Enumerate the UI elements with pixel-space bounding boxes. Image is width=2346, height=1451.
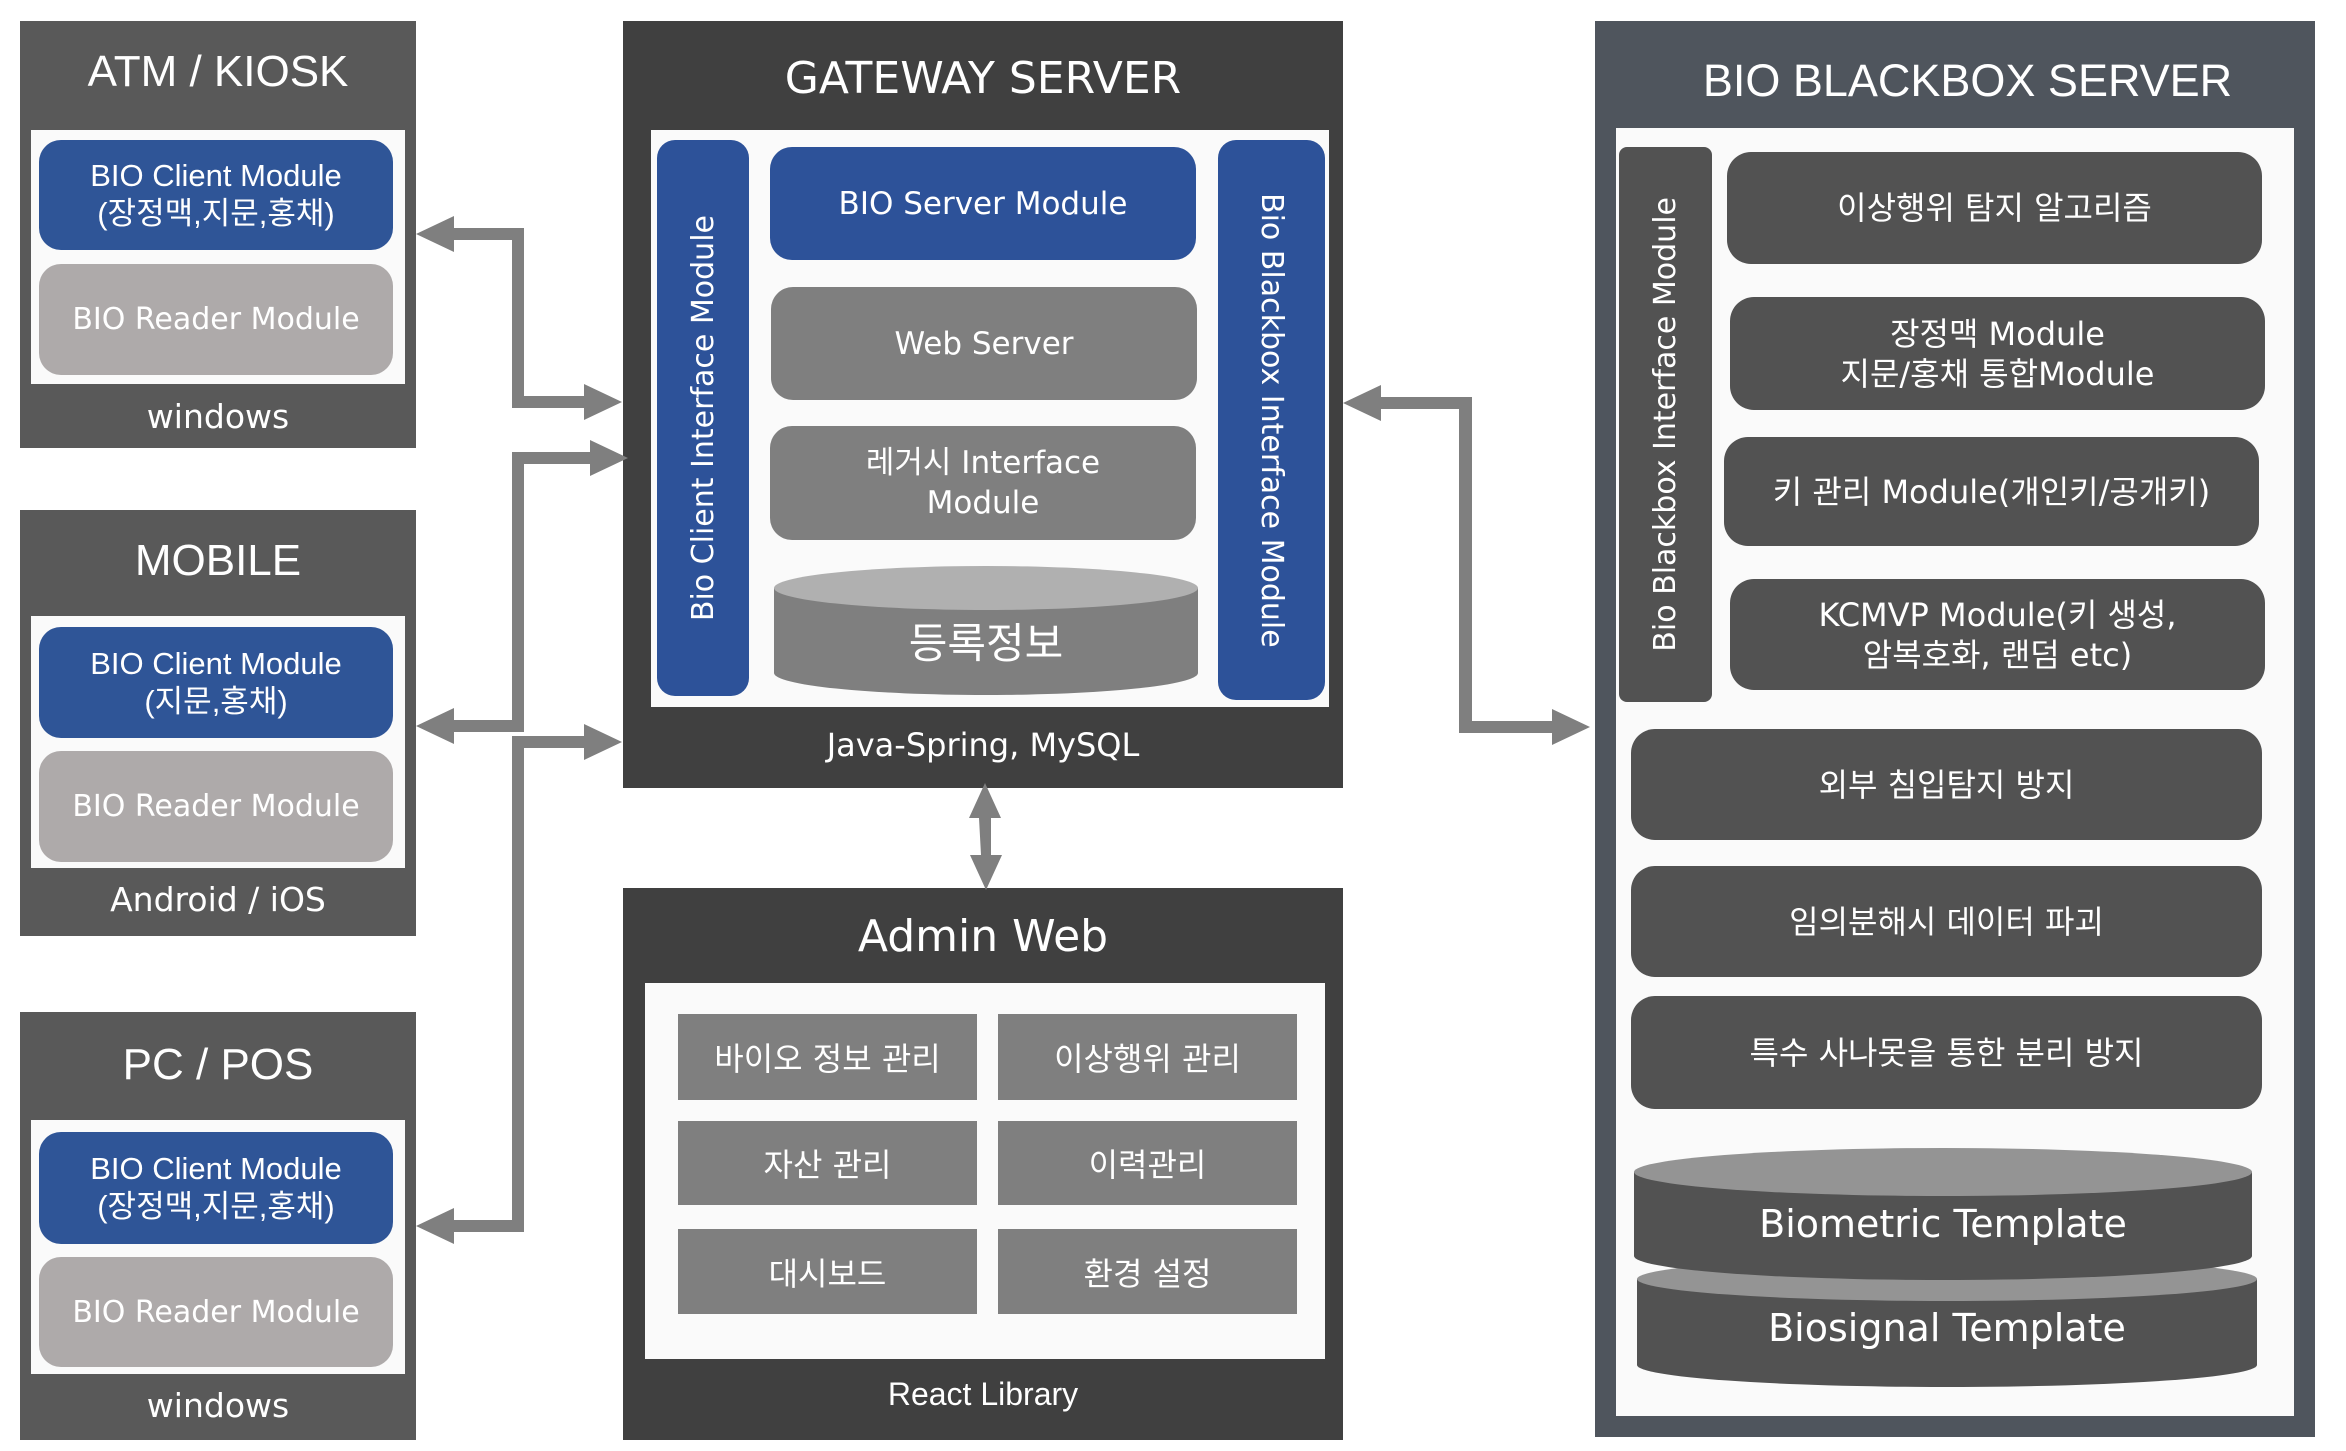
registration-database-label: 등록정보: [908, 618, 1064, 668]
bio-server-module[interactable]: BIO Server Module: [770, 147, 1196, 260]
admin-menu-asset[interactable]: 자산 관리: [678, 1121, 977, 1205]
client-module-biometrics: (지문,홍채): [144, 683, 288, 719]
legacy-line1: 레거시 Interface: [865, 445, 1101, 481]
legacy-interface-module[interactable]: 레거시 Interface Module: [770, 426, 1196, 540]
biosignal-template-label: Biosignal Template: [1768, 1306, 2126, 1350]
admin-web-title: Admin Web: [857, 910, 1109, 962]
admin-web-box: Admin Web 바이오 정보 관리 이상행위 관리 자산 관리 이력관리 대…: [623, 888, 1343, 1440]
pc-pos-inner-panel: BIO Client Module (장정맥,지문,홍채) BIO Reader…: [31, 1120, 405, 1374]
blackbox-title: BIO BLACKBOX SERVER: [1702, 55, 2233, 106]
vein-fingerprint-iris-module[interactable]: 장정맥 Module 지문/홍채 통합Module: [1730, 297, 2265, 410]
mobile-title: MOBILE: [134, 536, 302, 585]
admin-menu-bio-info[interactable]: 바이오 정보 관리: [678, 1014, 977, 1100]
admin-menu-dashboard[interactable]: 대시보드: [678, 1229, 977, 1314]
anomaly-detection-algorithm[interactable]: 이상행위 탐지 알고리즘: [1727, 152, 2262, 264]
mobile-gateway-arrow: [416, 440, 628, 744]
legacy-line2: Module: [926, 485, 1040, 521]
gateway-footer: Java-Spring, MySQL: [826, 726, 1140, 764]
atm-gateway-arrow: [416, 216, 622, 420]
pc-pos-box: PC / POS BIO Client Module (장정맥,지문,홍채) B…: [20, 1012, 416, 1440]
gateway-title: GATEWAY SERVER: [784, 52, 1182, 104]
tamper-data-destruction[interactable]: 임의분해시 데이터 파괴: [1631, 866, 2262, 977]
mobile-client-module[interactable]: BIO Client Module (지문,홍채): [39, 627, 393, 738]
gateway-server-box: GATEWAY SERVER Bio Client Interface Modu…: [623, 21, 1343, 788]
intrusion-detection-prevention[interactable]: 외부 침입탐지 방지: [1631, 729, 2262, 840]
atm-kiosk-box: ATM / KIOSK BIO Client Module (장정맥,지문,홍채…: [20, 21, 416, 448]
bio-blackbox-interface-module[interactable]: Bio Blackbox Interface Module: [1218, 140, 1325, 700]
bio-blackbox-server-box: BIO BLACKBOX SERVER Bio Blackbox Interfa…: [1595, 21, 2315, 1437]
mobile-box: MOBILE BIO Client Module (지문,홍채) BIO Rea…: [20, 510, 416, 936]
gateway-blackbox-arrow: [1343, 385, 1590, 745]
admin-menu-anomaly[interactable]: 이상행위 관리: [998, 1014, 1297, 1100]
mobile-reader-module[interactable]: BIO Reader Module: [39, 751, 393, 862]
module-line2: 암복호화, 랜덤 etc): [1862, 635, 2133, 674]
client-module-label: BIO Client Module: [90, 158, 342, 193]
atm-kiosk-inner-panel: BIO Client Module (장정맥,지문,홍채) BIO Reader…: [31, 130, 405, 384]
client-module-biometrics: (장정맥,지문,홍채): [97, 1189, 335, 1224]
atm-reader-module[interactable]: BIO Reader Module: [39, 264, 393, 375]
key-management-module[interactable]: 키 관리 Module(개인키/공개키): [1724, 437, 2259, 546]
atm-platform-label: windows: [146, 396, 290, 436]
kcmvp-module[interactable]: KCMVP Module(키 생성, 암복호화, 랜덤 etc): [1730, 579, 2265, 690]
biometric-template-label: Biometric Template: [1759, 1202, 2127, 1246]
client-module-label: BIO Client Module: [90, 645, 342, 681]
special-screw-separation-prevention[interactable]: 특수 사나못을 통한 분리 방지: [1631, 996, 2262, 1109]
admin-inner-panel: 바이오 정보 관리 이상행위 관리 자산 관리 이력관리 대시보드 환경 설정: [645, 983, 1325, 1359]
atm-client-module[interactable]: BIO Client Module (장정맥,지문,홍채): [39, 140, 393, 250]
bio-client-interface-module[interactable]: Bio Client Interface Module: [657, 140, 749, 696]
web-server-module[interactable]: Web Server: [771, 287, 1197, 400]
registration-database-icon: [774, 566, 1198, 695]
biometric-template-cylinder-icon: [1634, 1148, 2252, 1280]
blackbox-inner-panel: Bio Blackbox Interface Module 이상행위 탐지 알고…: [1616, 128, 2294, 1416]
blackbox-interface-module[interactable]: Bio Blackbox Interface Module: [1619, 147, 1712, 702]
atm-kiosk-title: ATM / KIOSK: [87, 47, 349, 96]
admin-menu-history[interactable]: 이력관리: [998, 1121, 1297, 1205]
pc-client-module[interactable]: BIO Client Module (장정맥,지문,홍채): [39, 1132, 393, 1244]
gateway-inner-panel: Bio Client Interface Module BIO Server M…: [651, 130, 1329, 707]
mobile-inner-panel: BIO Client Module (지문,홍채) BIO Reader Mod…: [31, 616, 405, 868]
admin-menu-settings[interactable]: 환경 설정: [998, 1229, 1297, 1314]
client-module-biometrics: (장정맥,지문,홍채): [97, 196, 335, 231]
admin-web-footer: React Library: [887, 1375, 1079, 1412]
module-line1: KCMVP Module(키 생성,: [1818, 595, 2177, 634]
pc-gateway-arrow: [416, 724, 622, 1244]
pc-platform-label: windows: [146, 1385, 290, 1425]
blackbox-interface-label: Bio Blackbox Interface Module: [1254, 192, 1289, 648]
client-module-label: BIO Client Module: [90, 1151, 342, 1186]
pc-pos-title: PC / POS: [122, 1040, 314, 1089]
pc-reader-module[interactable]: BIO Reader Module: [39, 1257, 393, 1367]
mobile-platform-label: Android / iOS: [110, 879, 326, 919]
module-line2: 지문/홍채 통합Module: [1840, 354, 2155, 393]
module-line1: 장정맥 Module: [1890, 314, 2105, 353]
gateway-admin-arrow: [969, 783, 1002, 890]
